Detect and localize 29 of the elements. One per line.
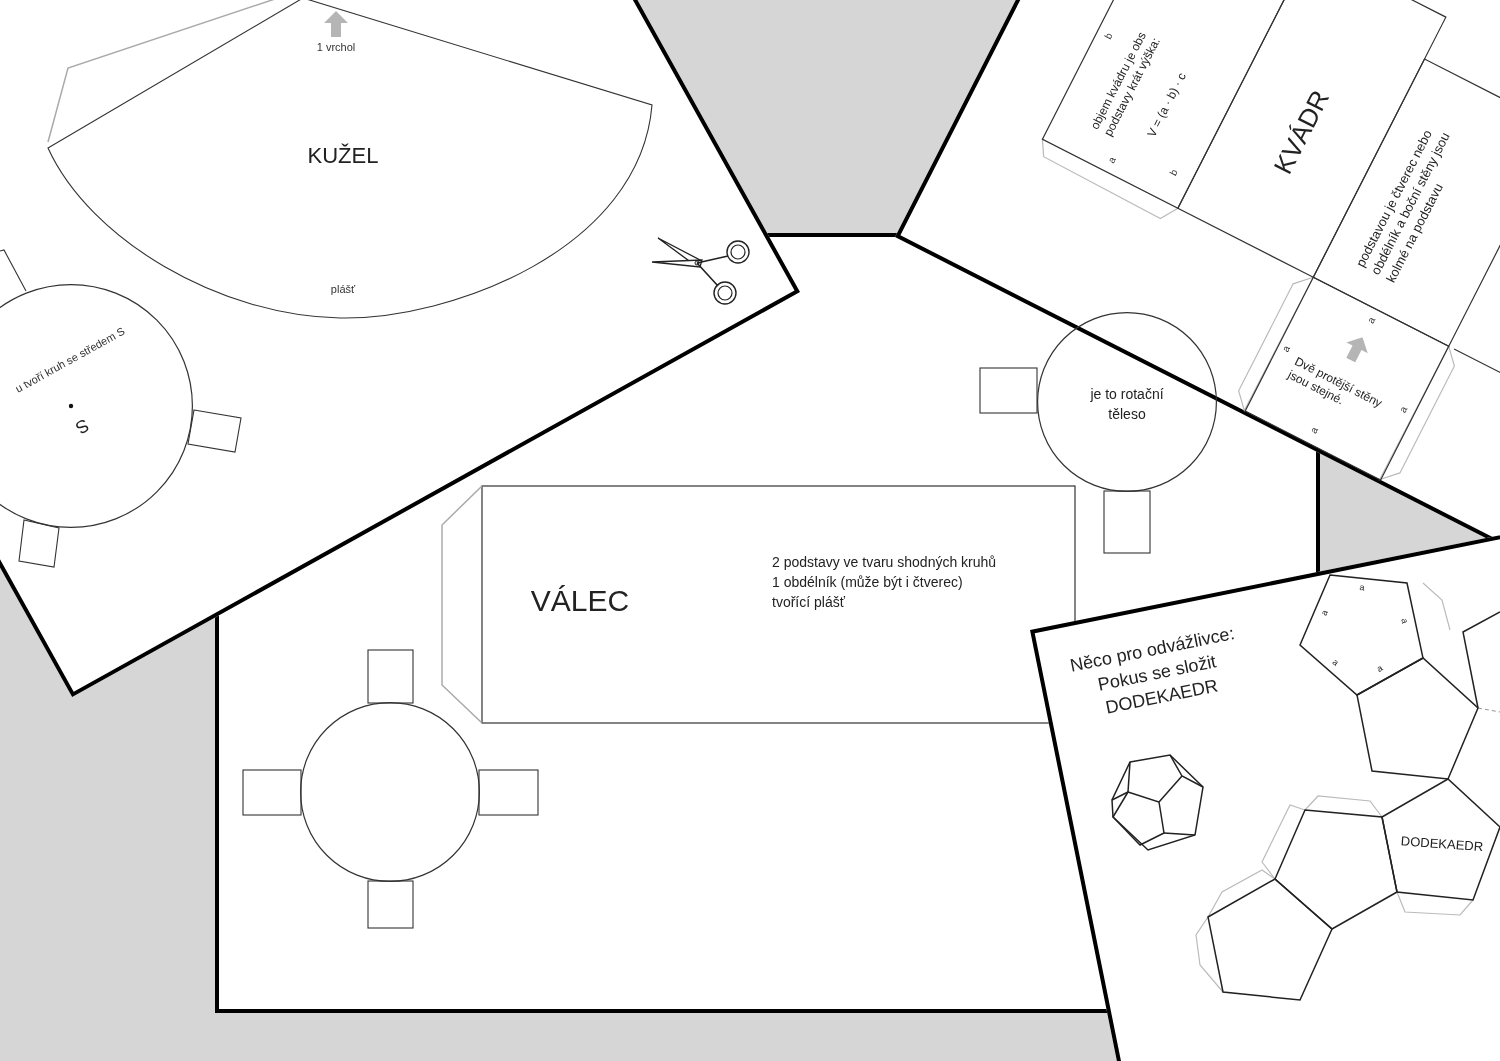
description-text: 2 podstavy ve tvaru shodných kruhů <box>772 553 997 572</box>
edge-letter: b <box>1101 30 1116 42</box>
shape-title: VÁLEC <box>530 582 630 619</box>
pentagon-face <box>1275 810 1397 929</box>
edge-letter: b <box>1166 166 1181 179</box>
pentagon-face <box>1357 658 1478 779</box>
center-label: S <box>71 413 94 441</box>
face-label: DODEKAEDR <box>1400 832 1484 857</box>
cylinder-base-circle <box>1037 312 1217 492</box>
edge-letter: a <box>1317 607 1331 619</box>
pentagon-face <box>1382 779 1500 900</box>
description-text: 1 obdélník (může být i čtverec) tvořící plášť <box>772 573 964 612</box>
cylinder-base-circle <box>300 702 480 882</box>
edge-letter: a <box>1358 581 1366 595</box>
pentagon-face <box>1300 575 1423 695</box>
vertex-label: 1 vrchol <box>316 39 356 55</box>
edge-letter: a <box>1278 342 1294 355</box>
edge-letter: a <box>1395 403 1411 416</box>
pentagon-face <box>1208 879 1332 1000</box>
shape-title: KUŽEL <box>307 141 379 170</box>
edge-letter: a <box>1329 656 1342 670</box>
edge-letter: a <box>1398 616 1412 626</box>
formula-text: V = (a · b) · c <box>1143 69 1190 141</box>
edge-letter: a <box>1306 424 1322 437</box>
edge-letter: a <box>1374 661 1386 676</box>
edge-letter: a <box>1363 314 1379 327</box>
part-label: plášť <box>330 281 356 297</box>
edge-letter: a <box>1104 154 1119 166</box>
description-text: je to rotační těleso <box>1089 385 1165 424</box>
